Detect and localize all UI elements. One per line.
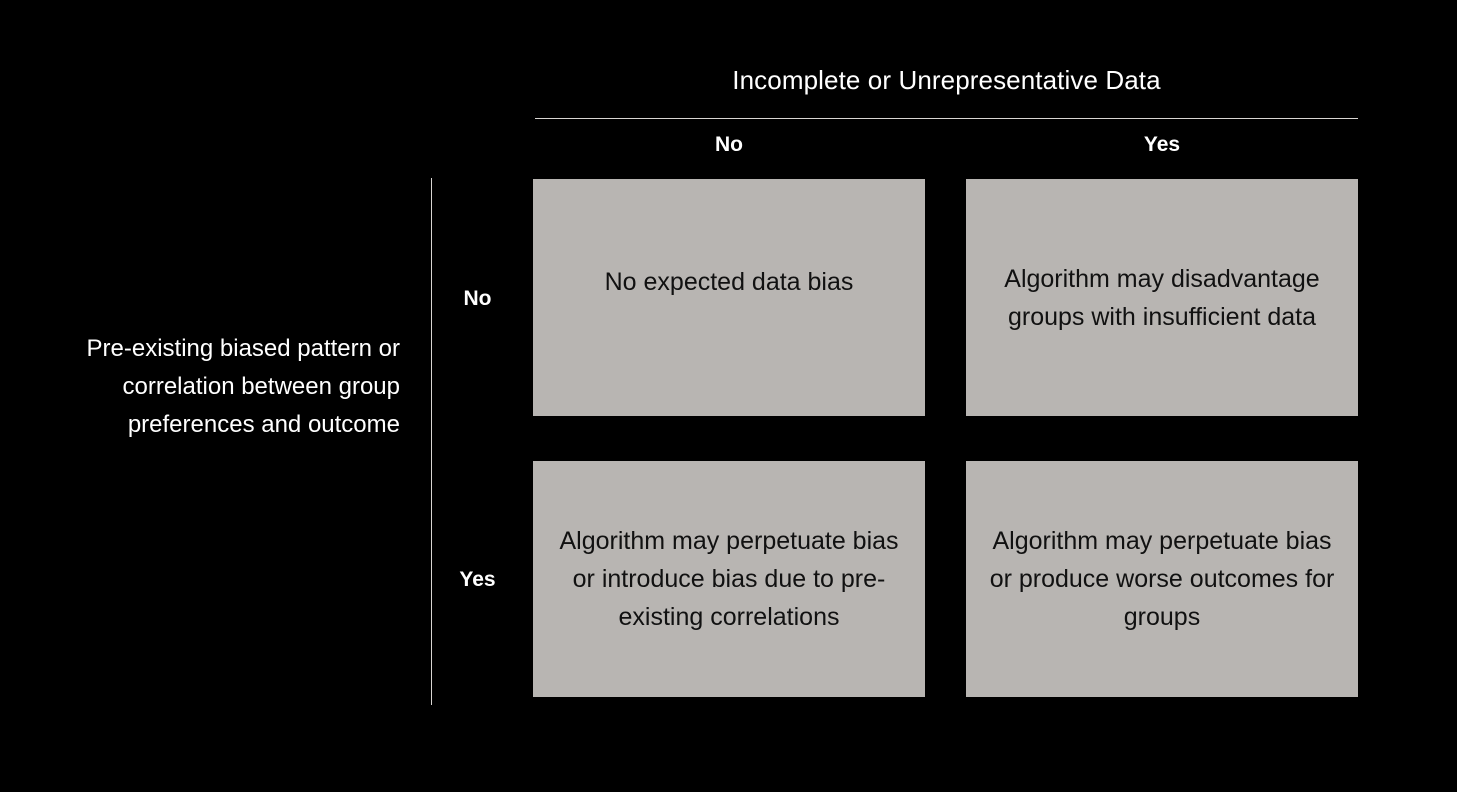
matrix-cell-yes-no: Algorithm may perpetuate bias or introdu…: [533, 461, 925, 697]
matrix-cell-no-no: No expected data bias: [533, 179, 925, 416]
matrix-cell-yes-yes: Algorithm may perpetuate bias or produce…: [966, 461, 1358, 697]
row-tick-yes: Yes: [459, 568, 496, 591]
column-axis-rule: [535, 118, 1358, 119]
matrix-cell-text: Algorithm may perpetuate bias or introdu…: [559, 527, 899, 631]
matrix-cell-no-yes: Algorithm may disadvantage groups with i…: [966, 179, 1358, 416]
row-axis-title: Pre-existing biased pattern or correlati…: [86, 335, 401, 438]
row-axis-rule: [431, 178, 432, 705]
row-tick-no: No: [463, 287, 492, 310]
matrix-cell-text: No expected data bias: [604, 268, 854, 296]
matrix-cell-text: Algorithm may disadvantage groups with i…: [1004, 264, 1320, 331]
column-tick-yes: Yes: [1143, 133, 1181, 156]
column-tick-no: No: [715, 133, 743, 156]
column-axis-title: Incomplete or Unrepresentative Data: [732, 65, 1161, 95]
matrix-cell-text: Algorithm may perpetuate bias or produce…: [989, 527, 1335, 631]
